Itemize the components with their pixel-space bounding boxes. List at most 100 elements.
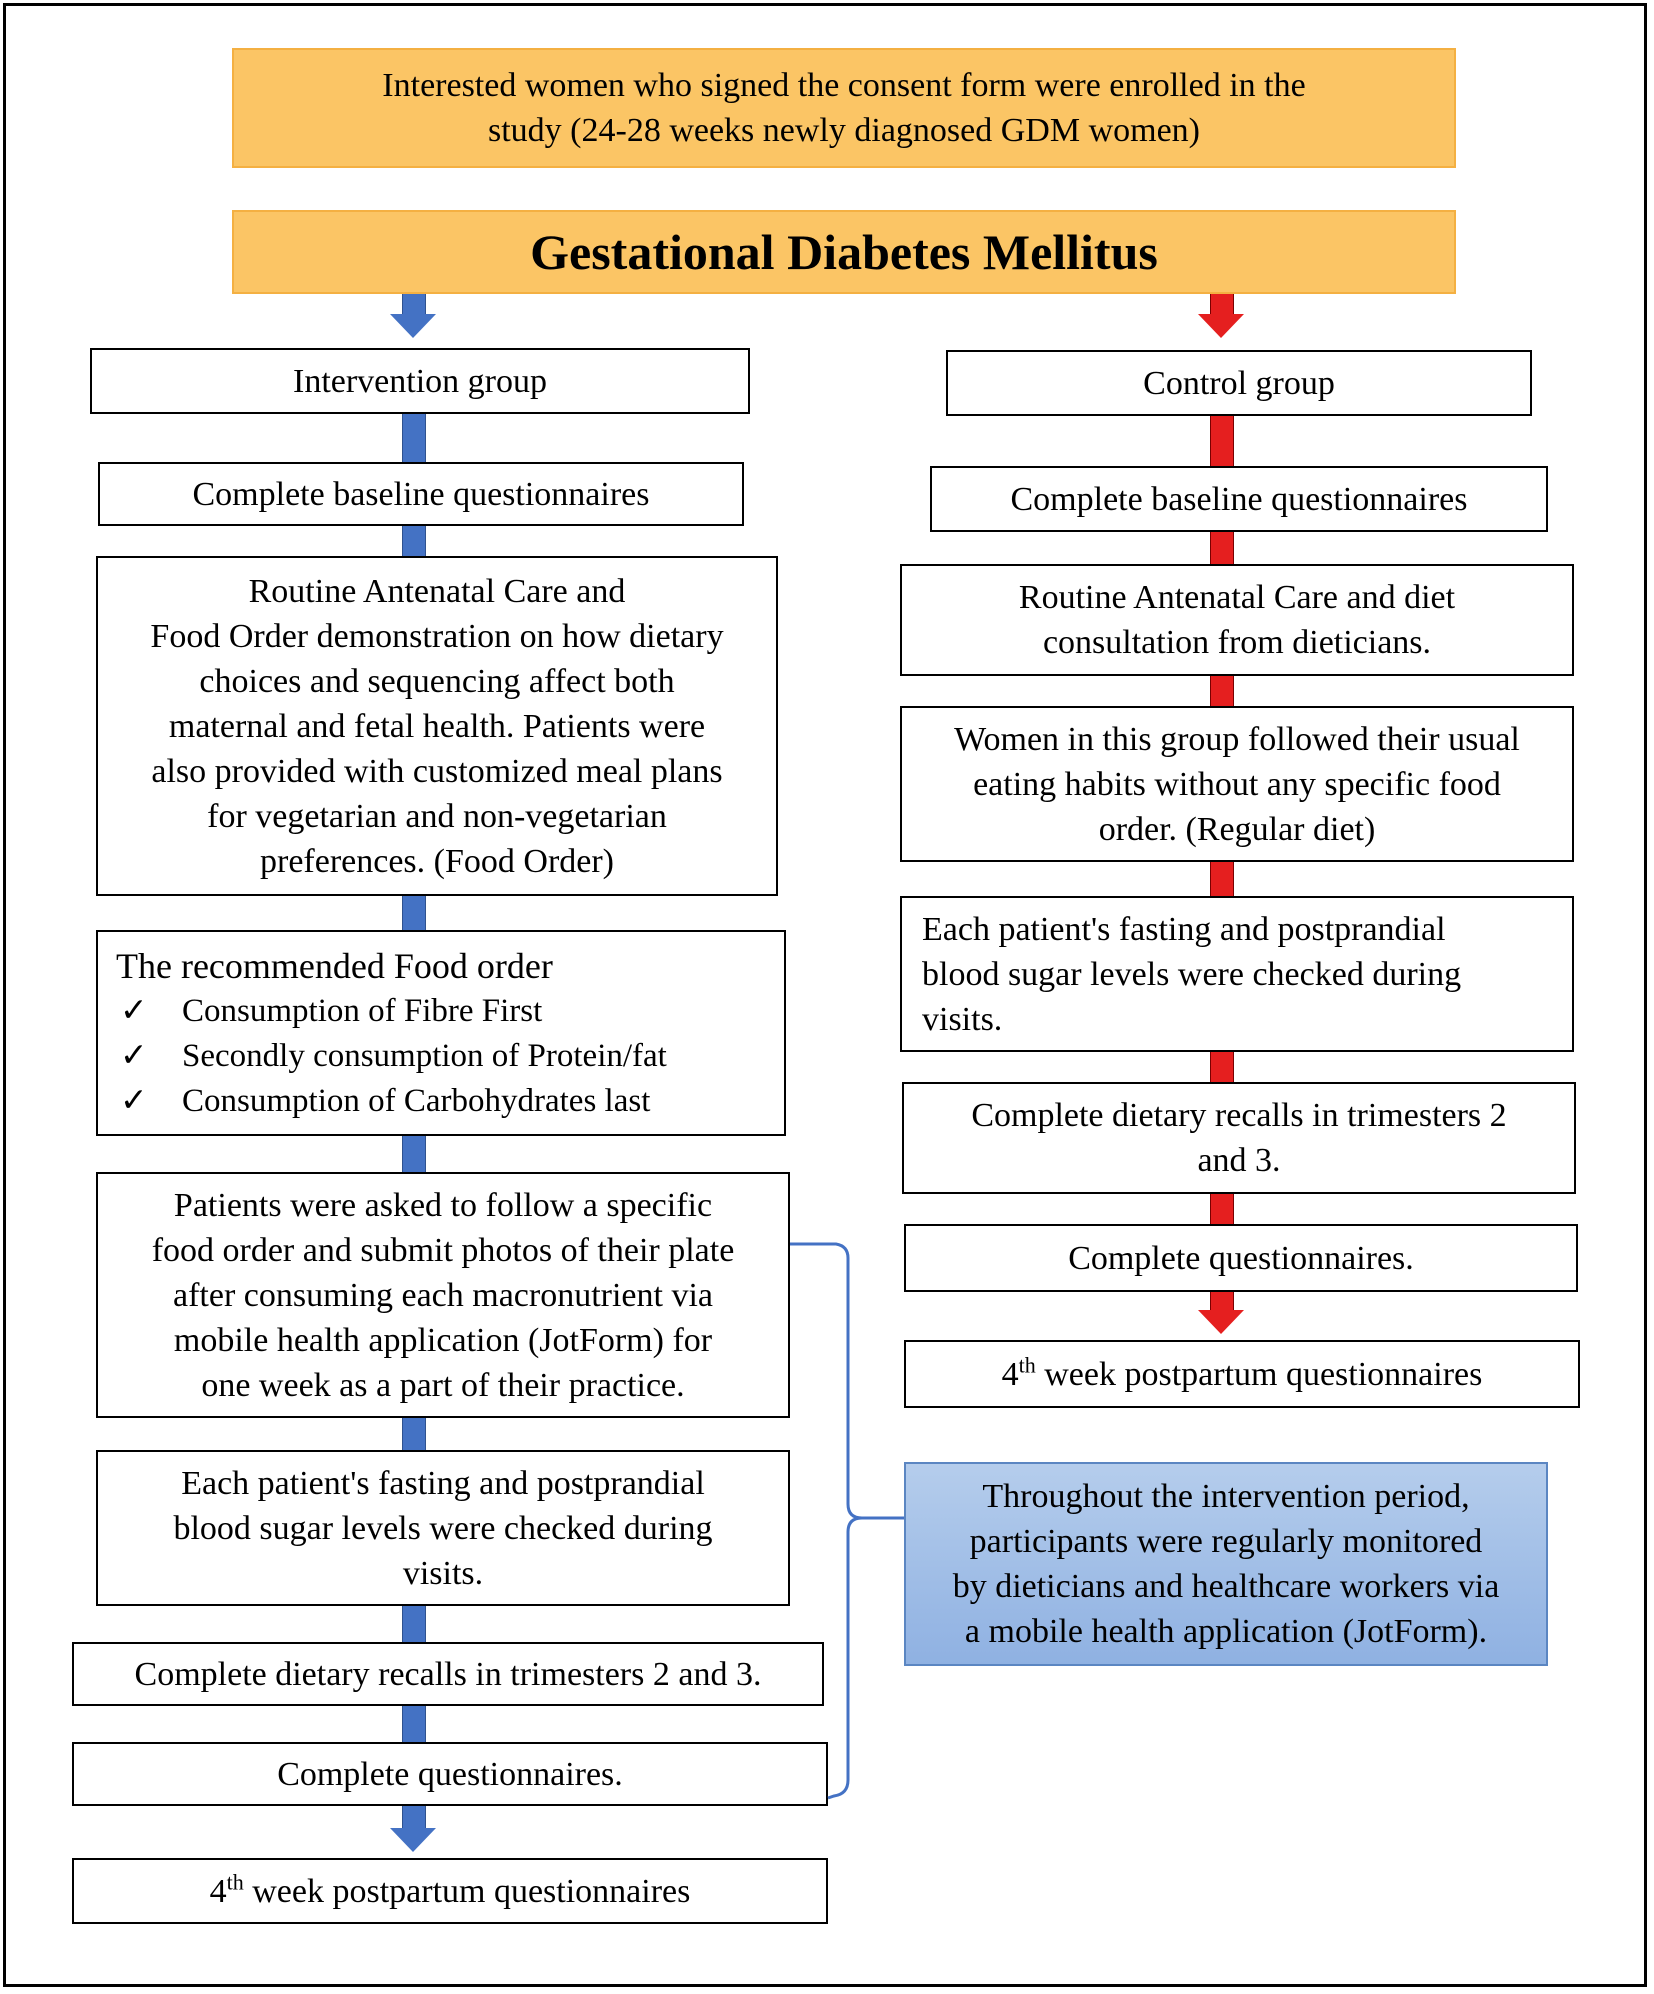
food-order-item-text: Secondly consumption of Protein/fat — [182, 1037, 667, 1074]
food-order-item-text: Consumption of Fibre First — [182, 992, 543, 1029]
enrollment-box: Interested women who signed the consent … — [232, 48, 1456, 168]
intervention-connector-4 — [402, 894, 426, 932]
intervention-care-line-3: choices and sequencing affect both — [199, 662, 675, 700]
monitoring-line-4: a mobile health application (JotForm). — [964, 1613, 1488, 1650]
postpartum-number: 4 — [209, 1872, 227, 1910]
intervention-baseline-text: Complete baseline questionnaires — [192, 475, 650, 513]
control-arrowhead-1 — [1198, 314, 1244, 338]
control-sugar-line-2: blood sugar levels were checked during — [922, 955, 1462, 993]
intervention-care-line-4: maternal and fetal health. Patients were — [168, 707, 706, 745]
monitoring-box: Throughout the intervention period, part… — [904, 1462, 1548, 1666]
control-usual-line-1: Women in this group followed their usual — [954, 720, 1520, 758]
intervention-care-box: Routine Antenatal Care and Food Order de… — [96, 556, 778, 896]
food-order-item: ✓ Consumption of Carbohydrates last — [116, 1079, 770, 1124]
intervention-connector-9 — [402, 1804, 426, 1830]
control-group-box: Control group — [946, 350, 1532, 416]
intervention-care-line-2: Food Order demonstration on how dietary — [150, 617, 724, 655]
control-care-box: Routine Antenatal Care and diet consulta… — [900, 564, 1574, 676]
control-connector-7 — [1210, 1190, 1234, 1226]
check-icon: ✓ — [120, 1082, 148, 1119]
diagram-title: Gestational Diabetes Mellitus — [232, 210, 1456, 294]
control-sugar-box: Each patient's fasting and postprandial … — [900, 896, 1574, 1052]
food-order-heading: The recommended Food order — [116, 945, 553, 986]
control-baseline-box: Complete baseline questionnaires — [930, 466, 1548, 532]
intervention-sugar-line-2: blood sugar levels were checked during — [173, 1509, 713, 1547]
control-postpartum-box: 4th week postpartum questionnaires — [904, 1340, 1580, 1408]
intervention-care-line-6: for vegetarian and non-vegetarian — [207, 797, 667, 835]
intervention-questionnaires-text: Complete questionnaires. — [277, 1755, 623, 1793]
intervention-connector-1 — [402, 292, 426, 316]
intervention-arrowhead-1 — [390, 314, 436, 338]
control-connector-8 — [1210, 1290, 1234, 1312]
intervention-connector-8 — [402, 1704, 426, 1744]
intervention-questionnaires-box: Complete questionnaires. — [72, 1742, 828, 1806]
intervention-care-line-1: Routine Antenatal Care and — [248, 572, 626, 610]
control-group-label: Control group — [1143, 364, 1335, 402]
title-text: Gestational Diabetes Mellitus — [530, 223, 1158, 280]
intervention-group-label: Intervention group — [293, 362, 547, 400]
control-care-line-1: Routine Antenatal Care and diet — [1018, 579, 1456, 616]
control-connector-1 — [1210, 292, 1234, 316]
monitoring-line-2: participants were regularly monitored — [969, 1523, 1483, 1560]
control-sugar-line-3: visits. — [922, 1000, 1003, 1038]
enrollment-line-1: Interested women who signed the consent … — [382, 67, 1306, 104]
intervention-group-box: Intervention group — [90, 348, 750, 414]
intervention-connector-3 — [402, 524, 426, 558]
control-connector-3 — [1210, 530, 1234, 570]
food-order-item: ✓ Secondly consumption of Protein/fat — [116, 1034, 770, 1079]
intervention-postpartum-box: 4th week postpartum questionnaires — [72, 1858, 828, 1924]
food-order-box: The recommended Food order ✓ Consumption… — [96, 930, 786, 1136]
check-icon: ✓ — [120, 992, 148, 1029]
intervention-connector-5 — [402, 1134, 426, 1174]
control-care-line-2: consultation from dieticians. — [1042, 624, 1432, 661]
control-arrowhead-2 — [1198, 1310, 1244, 1334]
control-recalls-box: Complete dietary recalls in trimesters 2… — [902, 1082, 1576, 1194]
postpartum-number: 4 — [1001, 1355, 1019, 1393]
intervention-photos-line-4: mobile health application (JotForm) for — [173, 1321, 713, 1359]
intervention-connector-6 — [402, 1416, 426, 1452]
monitoring-line-1: Throughout the intervention period, — [982, 1478, 1470, 1515]
control-sugar-line-1: Each patient's fasting and postprandial — [922, 910, 1446, 948]
intervention-sugar-line-1: Each patient's fasting and postprandial — [181, 1464, 705, 1502]
intervention-care-line-5: also provided with customized meal plans — [151, 752, 723, 790]
intervention-postpartum-text: 4th week postpartum questionnaires — [210, 1869, 691, 1914]
control-postpartum-text: 4th week postpartum questionnaires — [1002, 1352, 1483, 1397]
bracket-path — [790, 1242, 904, 1800]
intervention-sugar-line-3: visits. — [402, 1554, 484, 1592]
control-usual-line-2: eating habits without any specific food — [973, 765, 1501, 803]
monitoring-line-3: by dieticians and healthcare workers via — [952, 1568, 1500, 1605]
intervention-photos-line-2: food order and submit photos of their pl… — [151, 1231, 735, 1269]
control-questionnaires-text: Complete questionnaires. — [1068, 1239, 1414, 1277]
control-questionnaires-box: Complete questionnaires. — [904, 1224, 1578, 1292]
control-usual-box: Women in this group followed their usual… — [900, 706, 1574, 862]
food-order-item-text: Consumption of Carbohydrates last — [182, 1082, 651, 1119]
postpartum-label: week postpartum questionnaires — [1035, 1355, 1483, 1393]
control-baseline-text: Complete baseline questionnaires — [1010, 480, 1468, 518]
intervention-baseline-box: Complete baseline questionnaires — [98, 462, 744, 526]
intervention-photos-line-3: after consuming each macronutrient via — [173, 1276, 713, 1314]
control-connector-4 — [1210, 674, 1234, 710]
intervention-photos-box: Patients were asked to follow a specific… — [96, 1172, 790, 1418]
intervention-arrowhead-2 — [390, 1828, 436, 1852]
control-usual-line-3: order. (Regular diet) — [1098, 810, 1376, 848]
intervention-connector-7 — [402, 1604, 426, 1644]
postpartum-suffix: th — [1018, 1352, 1036, 1378]
intervention-photos-line-1: Patients were asked to follow a specific — [173, 1186, 713, 1224]
intervention-care-line-7: preferences. (Food Order) — [260, 842, 614, 880]
control-recalls-line-2: and 3. — [1197, 1142, 1281, 1179]
intervention-connector-2 — [402, 412, 426, 464]
control-connector-5 — [1210, 860, 1234, 900]
food-order-item: ✓ Consumption of Fibre First — [116, 989, 770, 1034]
intervention-recalls-box: Complete dietary recalls in trimesters 2… — [72, 1642, 824, 1706]
postpartum-label: week postpartum questionnaires — [243, 1872, 691, 1910]
intervention-sugar-box: Each patient's fasting and postprandial … — [96, 1450, 790, 1606]
intervention-photos-line-5: one week as a part of their practice. — [201, 1366, 685, 1404]
control-connector-2 — [1210, 414, 1234, 470]
enrollment-line-2: study (24-28 weeks newly diagnosed GDM w… — [488, 112, 1200, 149]
food-order-list: The recommended Food order ✓ Consumption… — [116, 943, 770, 1124]
postpartum-suffix: th — [226, 1869, 244, 1895]
intervention-recalls-text: Complete dietary recalls in trimesters 2… — [134, 1655, 762, 1693]
check-icon: ✓ — [120, 1037, 148, 1074]
control-connector-6 — [1210, 1050, 1234, 1086]
